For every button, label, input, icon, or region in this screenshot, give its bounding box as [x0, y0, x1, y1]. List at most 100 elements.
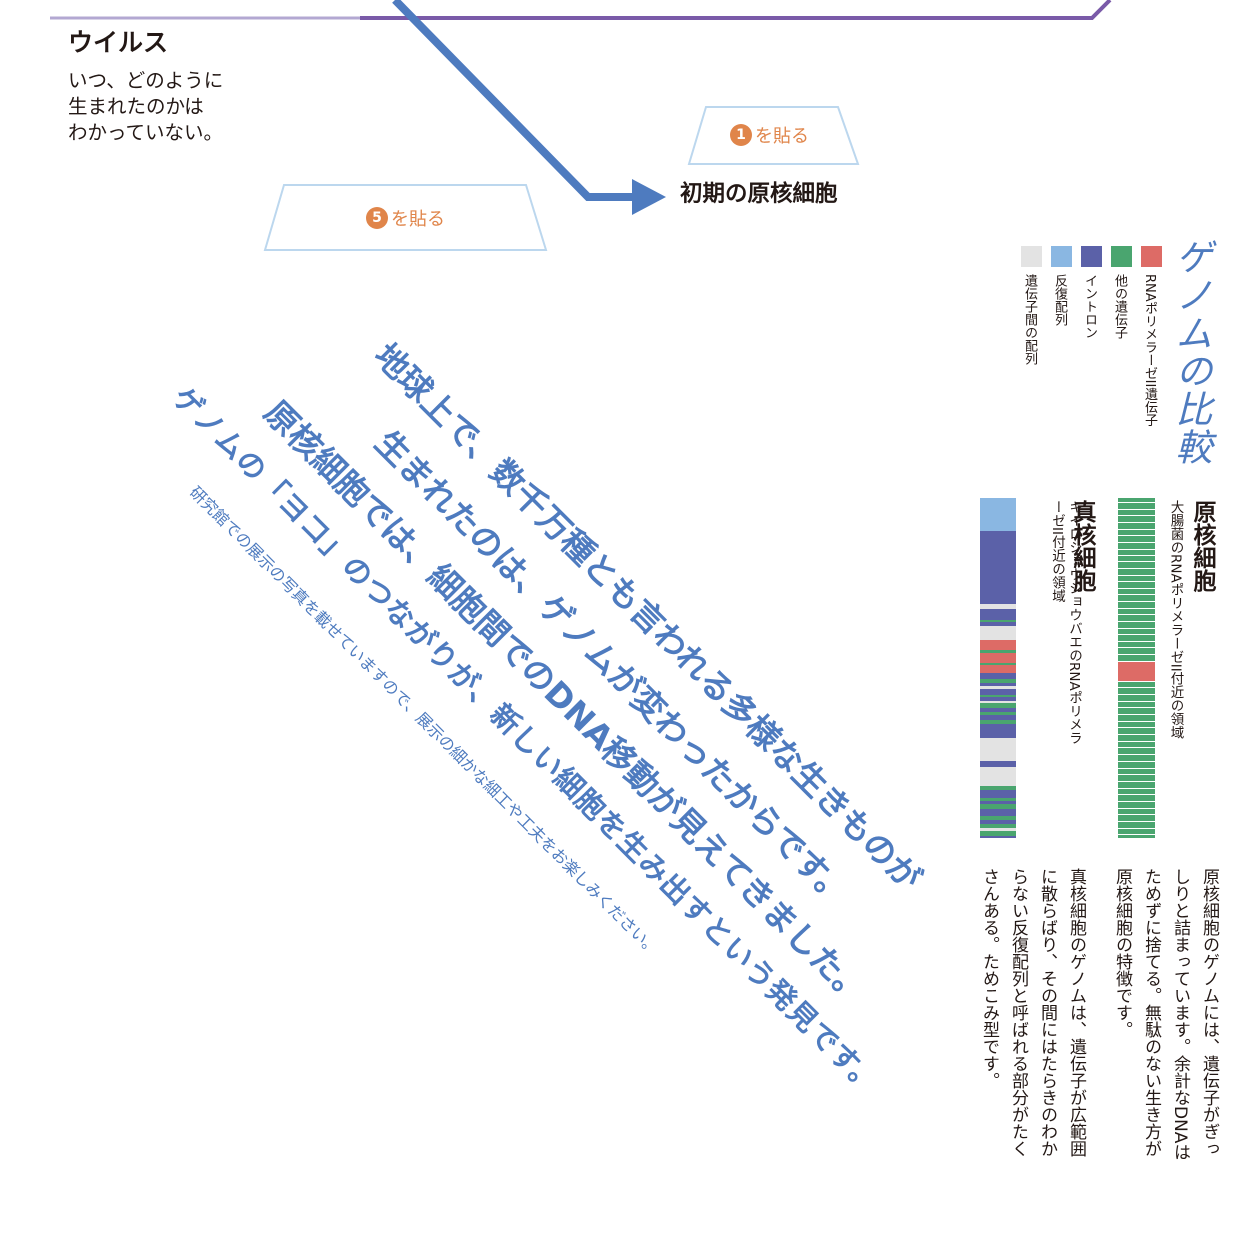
genome-segment	[1118, 687, 1155, 688]
genome-segment	[1118, 742, 1155, 747]
genome-segment	[980, 816, 1016, 820]
genome-segment	[1118, 754, 1155, 755]
genome-segment	[1118, 515, 1155, 516]
genome-segment	[1118, 622, 1155, 628]
genome-comparison-title: ゲノムの比較	[1169, 238, 1212, 466]
genome-segment	[1118, 576, 1155, 581]
genome-segment	[1118, 828, 1155, 829]
genome-segment	[1118, 614, 1155, 615]
genome-segment	[1118, 821, 1155, 822]
genome-segment	[1118, 727, 1155, 728]
genome-segment	[1118, 795, 1155, 801]
genome-segment	[1118, 529, 1155, 530]
paste-label-1: 1 を貼る	[730, 122, 809, 148]
prokaryote-description: 原核細胞のゲノムには、遺伝子がぎっしりと詰まっています。余計なDNAはためずに捨…	[1112, 868, 1219, 1161]
genome-segment	[1118, 748, 1155, 754]
genome-segment	[1118, 535, 1155, 536]
paste-label-5-text: を貼る	[391, 209, 445, 230]
genome-segment	[980, 626, 1016, 636]
genome-segment	[1118, 555, 1155, 556]
genome-segment	[1118, 648, 1155, 654]
virus-title: ウイルス	[68, 28, 169, 57]
genome-segment	[1118, 714, 1155, 715]
genome-segment	[980, 715, 1016, 720]
genome-segment	[980, 679, 1016, 683]
genome-segment	[1118, 608, 1155, 609]
genome-segment	[1118, 641, 1155, 642]
legend-label-repeat: 反復配列	[1052, 274, 1067, 326]
genome-segment	[980, 701, 1016, 703]
genome-segment	[980, 820, 1016, 824]
genome-segment	[1118, 834, 1155, 835]
genome-segment	[980, 636, 1016, 640]
genome-segment	[1118, 809, 1155, 814]
genome-segment	[1118, 688, 1155, 694]
genome-segment	[1118, 589, 1155, 594]
genome-segment	[1118, 682, 1155, 687]
arrow-head	[632, 179, 666, 215]
genome-segment	[980, 804, 1016, 809]
genome-segment	[980, 653, 1016, 663]
genome-segment	[1118, 635, 1155, 641]
genome-segment	[1118, 523, 1155, 529]
genome-segment	[1118, 708, 1155, 714]
eukaryote-title: 真核細胞	[1069, 500, 1095, 592]
genome-segment	[1118, 588, 1155, 589]
paste-frame-5	[263, 184, 548, 251]
genome-segment	[1118, 642, 1155, 647]
genome-segment	[980, 738, 1016, 742]
genome-segment	[980, 640, 1016, 650]
genome-segment	[980, 597, 1016, 604]
genome-segment	[980, 622, 1016, 626]
paste-frame-1	[687, 106, 860, 165]
genome-segment	[1118, 789, 1155, 794]
genome-segment	[980, 540, 1016, 588]
genome-segment	[980, 828, 1016, 831]
genome-segment	[980, 786, 1016, 790]
genome-segment	[1118, 582, 1155, 588]
genome-segment	[980, 836, 1016, 838]
genome-segment	[1118, 701, 1155, 702]
genome-segment	[980, 609, 1016, 620]
genome-segment	[1118, 768, 1155, 769]
genome-segment	[980, 824, 1016, 828]
genome-segment	[980, 686, 1016, 689]
legend-swatch-rna-pol2	[1141, 246, 1162, 267]
genome-segment	[1118, 715, 1155, 721]
genome-segment	[1118, 735, 1155, 741]
genome-segment	[1118, 822, 1155, 828]
genome-segment	[1118, 661, 1155, 662]
genome-segment	[980, 683, 1016, 686]
genome-segment	[980, 728, 1016, 738]
genome-segment	[980, 620, 1016, 622]
genome-segment	[980, 708, 1016, 712]
eukaryote-subtitle: キイロショウジョウバエのRNAポリメラーゼII付近の領域	[1049, 500, 1082, 745]
genome-segment	[1118, 542, 1155, 543]
genome-segment	[1118, 721, 1155, 722]
genome-segment	[1118, 695, 1155, 701]
genome-segment	[1118, 707, 1155, 708]
paste-label-1-text: を貼る	[755, 126, 809, 147]
genome-segment	[1118, 569, 1155, 575]
genome-segment	[1118, 829, 1155, 834]
genome-segment	[1118, 741, 1155, 742]
genome-segment	[1118, 561, 1155, 562]
genome-segment	[1118, 628, 1155, 629]
prokaryote-title: 原核細胞	[1189, 500, 1215, 592]
genome-segment	[1118, 536, 1155, 542]
genome-segment	[1118, 681, 1155, 682]
genome-segment	[1118, 808, 1155, 809]
genome-segment	[1118, 769, 1155, 774]
genome-segment	[1118, 662, 1155, 681]
genome-segment	[980, 665, 1016, 673]
legend-swatch-intergenic	[1021, 246, 1042, 267]
genome-segment	[1118, 594, 1155, 595]
genome-segment	[1118, 694, 1155, 695]
genome-segment	[980, 604, 1016, 609]
blue-branch-line	[392, 0, 640, 201]
genome-segment	[1118, 595, 1155, 601]
genome-segment	[1118, 782, 1155, 788]
genome-segment	[1118, 702, 1155, 707]
legend-label-rna-pol2: RNAポリメラーゼII遺伝子	[1142, 274, 1157, 427]
virus-line-2: 生まれたのかは	[68, 95, 204, 118]
